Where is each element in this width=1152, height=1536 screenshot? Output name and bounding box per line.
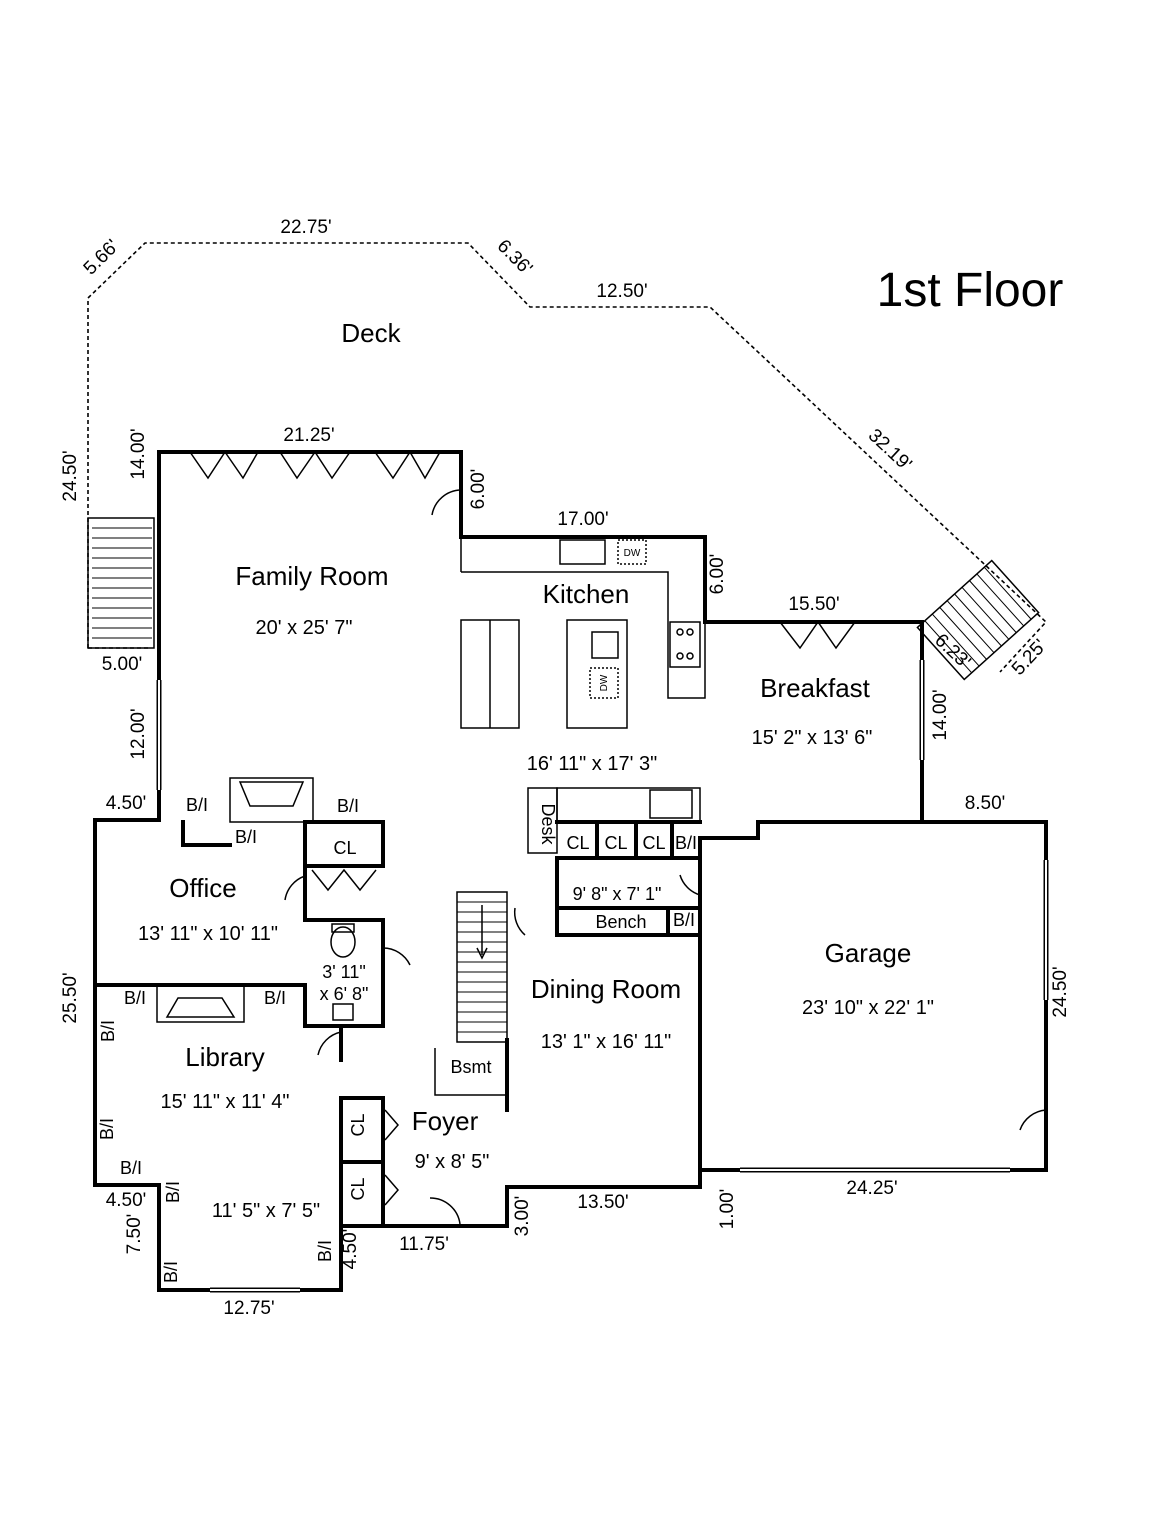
dim-family-left-top: 14.00' bbox=[128, 428, 149, 479]
breakfast-label: Breakfast bbox=[760, 673, 871, 703]
dim-deck-diag-left: 5.66' bbox=[80, 236, 124, 280]
powder-size-1: 3' 11" bbox=[322, 962, 366, 982]
builtin-label: B/I bbox=[163, 1181, 183, 1203]
breakfast-size: 15' 2" x 13' 6" bbox=[752, 727, 873, 749]
closet-label: CL bbox=[604, 833, 627, 853]
floor-title: 1st Floor bbox=[877, 264, 1064, 317]
fireplace-office bbox=[229, 777, 314, 823]
dim-library-step: 4.50' bbox=[106, 1190, 147, 1211]
builtin-label: B/I bbox=[673, 910, 695, 930]
library-alcove-size: 11' 5" x 7' 5" bbox=[212, 1200, 320, 1222]
dim-deck-top: 22.75' bbox=[280, 217, 331, 238]
dim-library-bottom: 12.75' bbox=[223, 1298, 274, 1319]
garage-label: Garage bbox=[825, 938, 912, 968]
foyer-size: 9' x 8' 5" bbox=[415, 1151, 490, 1173]
foyer-label: Foyer bbox=[412, 1106, 479, 1136]
dim-stair-bottom: 5.00' bbox=[102, 654, 143, 675]
builtin-label: B/I bbox=[186, 795, 208, 815]
dim-deck-left: 24.50' bbox=[60, 450, 81, 501]
dim-breakfast-top: 15.50' bbox=[788, 594, 839, 615]
main-stairs bbox=[434, 891, 508, 1096]
dim-deck-long-diag: 32.19' bbox=[864, 425, 916, 475]
dining-room-size: 13' 1" x 16' 11" bbox=[541, 1031, 671, 1053]
deck-stairs-right bbox=[916, 559, 1040, 681]
kitchen-size: 16' 11" x 17' 3" bbox=[527, 753, 657, 775]
library-size: 15' 11" x 11' 4" bbox=[161, 1091, 290, 1113]
deck-label: Deck bbox=[341, 318, 401, 348]
dishwasher-label: DW bbox=[599, 674, 610, 691]
mudroom-size: 9' 8" x 7' 1" bbox=[573, 884, 662, 904]
builtin-label: B/I bbox=[235, 827, 257, 847]
dim-deck-diag-mid: 6.36' bbox=[493, 236, 537, 280]
dim-breakfast-right: 14.00' bbox=[930, 689, 951, 740]
family-room-size: 20' x 25' 7" bbox=[255, 617, 352, 639]
exterior-walls bbox=[93, 450, 1048, 1292]
powder-fixtures bbox=[330, 923, 411, 1021]
dim-family-left-low: 12.00' bbox=[128, 708, 149, 759]
builtin-label: B/I bbox=[120, 1158, 142, 1178]
desk-counter bbox=[527, 787, 701, 854]
dishwasher-label: DW bbox=[624, 548, 641, 559]
garage-size: 23' 10" x 22' 1" bbox=[802, 997, 934, 1019]
dim-garage-step: 1.00' bbox=[717, 1189, 738, 1230]
dim-kitchen-top: 17.00' bbox=[557, 509, 608, 530]
builtin-label: B/I bbox=[124, 988, 146, 1008]
closet-label: CL bbox=[566, 833, 589, 853]
dim-garage-top: 8.50' bbox=[965, 793, 1006, 814]
dim-family-top: 21.25' bbox=[283, 425, 334, 446]
dim-stair-diag2: 5.25' bbox=[1008, 636, 1051, 680]
dim-dining-step: 3.00' bbox=[512, 1196, 533, 1237]
deck-stairs-left bbox=[87, 517, 155, 649]
builtin-label: B/I bbox=[97, 1118, 117, 1140]
builtin-label: B/I bbox=[161, 1261, 181, 1283]
powder-size-2: x 6' 8" bbox=[320, 984, 369, 1004]
family-room-label: Family Room bbox=[235, 561, 388, 591]
dim-garage-bottom: 24.25' bbox=[846, 1178, 897, 1199]
dining-room-label: Dining Room bbox=[531, 974, 681, 1004]
kitchen-label: Kitchen bbox=[543, 579, 630, 609]
builtin-label: B/I bbox=[264, 988, 286, 1008]
windows bbox=[158, 660, 1047, 1291]
bench-label: Bench bbox=[595, 912, 646, 932]
office-size: 13' 11" x 10' 11" bbox=[138, 923, 278, 945]
dim-deck-right: 12.50' bbox=[596, 281, 647, 302]
builtin-label: B/I bbox=[675, 833, 697, 853]
dim-kitchen-right: 6.00' bbox=[707, 554, 728, 595]
builtin-label: B/I bbox=[315, 1240, 335, 1262]
closet-label: CL bbox=[333, 838, 356, 858]
office-label: Office bbox=[169, 873, 236, 903]
dim-family-step: 6.00' bbox=[468, 469, 489, 510]
closet-label: CL bbox=[642, 833, 665, 853]
dim-left-wall: 25.50' bbox=[60, 972, 81, 1023]
french-doors-family bbox=[189, 451, 856, 650]
dim-foyer-bottom: 11.75' bbox=[399, 1234, 449, 1255]
library-label: Library bbox=[185, 1042, 264, 1072]
dim-library-right-low: 4.50' bbox=[340, 1229, 361, 1270]
window-lines bbox=[156, 660, 1049, 1293]
dim-garage-right: 24.50' bbox=[1050, 966, 1071, 1017]
desk-label: Desk bbox=[538, 803, 558, 845]
fireplace-library bbox=[156, 984, 245, 1023]
closet-label: CL bbox=[348, 1113, 368, 1136]
builtin-label: B/I bbox=[98, 1020, 118, 1042]
closet-label: CL bbox=[348, 1177, 368, 1200]
builtin-label: B/I bbox=[337, 796, 359, 816]
kitchen-island bbox=[460, 539, 701, 729]
dim-office-top-left: 4.50' bbox=[106, 793, 147, 814]
doors bbox=[284, 868, 1047, 1225]
basement-label: Bsmt bbox=[450, 1057, 491, 1077]
dim-library-left-low: 7.50' bbox=[124, 1214, 145, 1255]
dim-dining-bottom: 13.50' bbox=[577, 1192, 628, 1213]
